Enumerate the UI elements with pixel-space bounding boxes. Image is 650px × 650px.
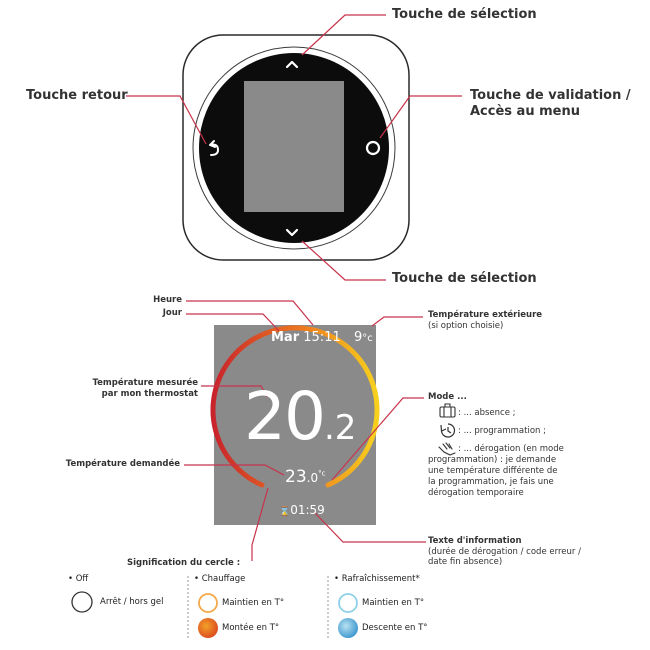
temperature-arc <box>210 325 380 488</box>
label-outside-temp-line2: (si option choisie) <box>428 320 504 331</box>
display-timer-value: 01:59 <box>290 503 325 517</box>
device-callout-lines <box>126 14 462 281</box>
display-measured-dec: .2 <box>323 408 357 448</box>
label-measured: Température mesurée par mon thermostat <box>92 378 198 399</box>
label-day: Jour <box>162 308 182 318</box>
legend-cool-maintain: Maintien en T° <box>362 598 425 608</box>
display-day: Mar <box>271 330 300 345</box>
suitcase-icon <box>439 403 456 418</box>
display-measured-int: 20 <box>244 378 326 455</box>
display-time: 15:11 <box>303 330 341 345</box>
label-mode-absence: : ... absence ; <box>458 408 516 418</box>
label-outside-temp: Température extérieure (si option choisi… <box>428 310 542 331</box>
legend-cool-maintain-circle <box>338 593 358 613</box>
info-line: date fin absence) <box>428 557 503 568</box>
override-line: dérogation temporaire <box>428 488 524 499</box>
down-chevron-icon[interactable] <box>285 228 299 237</box>
display-outside-value: 9 <box>354 330 363 345</box>
hourglass-icon: ⌛ <box>279 507 291 517</box>
legend-heat-maintain: Maintien en T° <box>222 598 285 608</box>
override-line: une température différente de <box>428 466 558 477</box>
legend-cool-descend-circle <box>338 618 358 638</box>
ok-button-icon[interactable] <box>365 140 381 156</box>
label-measured-line2: par mon thermostat <box>101 388 198 399</box>
legend-off-item: Arrêt / hors gel <box>100 597 164 607</box>
display-set-int: 23 <box>285 467 307 487</box>
up-chevron-icon[interactable] <box>285 60 299 69</box>
label-select-top: Touche de sélection <box>392 7 537 22</box>
legend-off-header: • Off <box>68 574 89 584</box>
thermostat-display <box>214 325 376 525</box>
device-screen <box>244 81 344 212</box>
device-outer-ring <box>192 46 396 250</box>
legend-heat-maintain-circle <box>198 593 218 613</box>
legend-dividers <box>187 576 329 640</box>
override-line: programmation) : je demande <box>428 455 557 466</box>
label-validate-line1: Touche de validation / <box>470 88 631 103</box>
clock-program-icon <box>440 423 456 438</box>
label-hour: Heure <box>153 295 182 305</box>
back-arrow-icon[interactable] <box>209 140 220 156</box>
legend-heat-rise: Montée en T° <box>222 623 280 633</box>
display-measured-temp: 20.2 <box>244 384 356 450</box>
screen-callout-lines <box>184 300 426 561</box>
display-set-unit: °c <box>318 469 326 478</box>
display-set-temp: 23.0°c <box>285 467 325 487</box>
legend-title: Signification du cercle : <box>127 558 241 568</box>
display-outside-unit: °c <box>362 333 373 344</box>
label-select-bottom: Touche de sélection <box>392 271 537 286</box>
info-line: (durée de dérogation / code erreur / <box>428 546 581 557</box>
label-info-title: Texte d'information <box>428 536 522 546</box>
label-back: Touche retour <box>26 88 128 103</box>
label-validate-line2: Accès au menu <box>470 104 580 120</box>
legend-heat-rise-circle <box>198 618 218 638</box>
legend-off-circle <box>71 591 93 613</box>
override-line: la programmation, je fais une <box>428 477 554 488</box>
label-validate: Touche de validation / Accès au menu <box>470 88 631 121</box>
label-mode-title: Mode ... <box>428 392 467 402</box>
label-mode-program: : ... programmation ; <box>458 426 546 436</box>
label-mode-override: : ... dérogation (en mode programmation)… <box>428 444 564 499</box>
label-requested: Température demandée <box>65 459 180 469</box>
label-info: Texte d'information (durée de dérogation… <box>428 536 581 568</box>
display-outside-temp: 9°c <box>354 330 373 345</box>
override-line: : ... dérogation (en mode <box>458 444 564 454</box>
label-measured-line1: Température mesurée <box>92 378 198 388</box>
display-day-time: Mar 15:11 <box>271 330 341 345</box>
label-outside-temp-line1: Température extérieure <box>428 310 543 320</box>
display-set-dec: .0 <box>306 471 319 485</box>
display-timer: ⌛01:59 <box>279 503 325 517</box>
hand-override-icon <box>438 442 456 456</box>
legend-cool-descend: Descente en T° <box>362 623 428 633</box>
legend-cool-header: • Rafraîchissement* <box>334 574 420 584</box>
legend-heat-header: • Chauffage <box>194 574 246 584</box>
